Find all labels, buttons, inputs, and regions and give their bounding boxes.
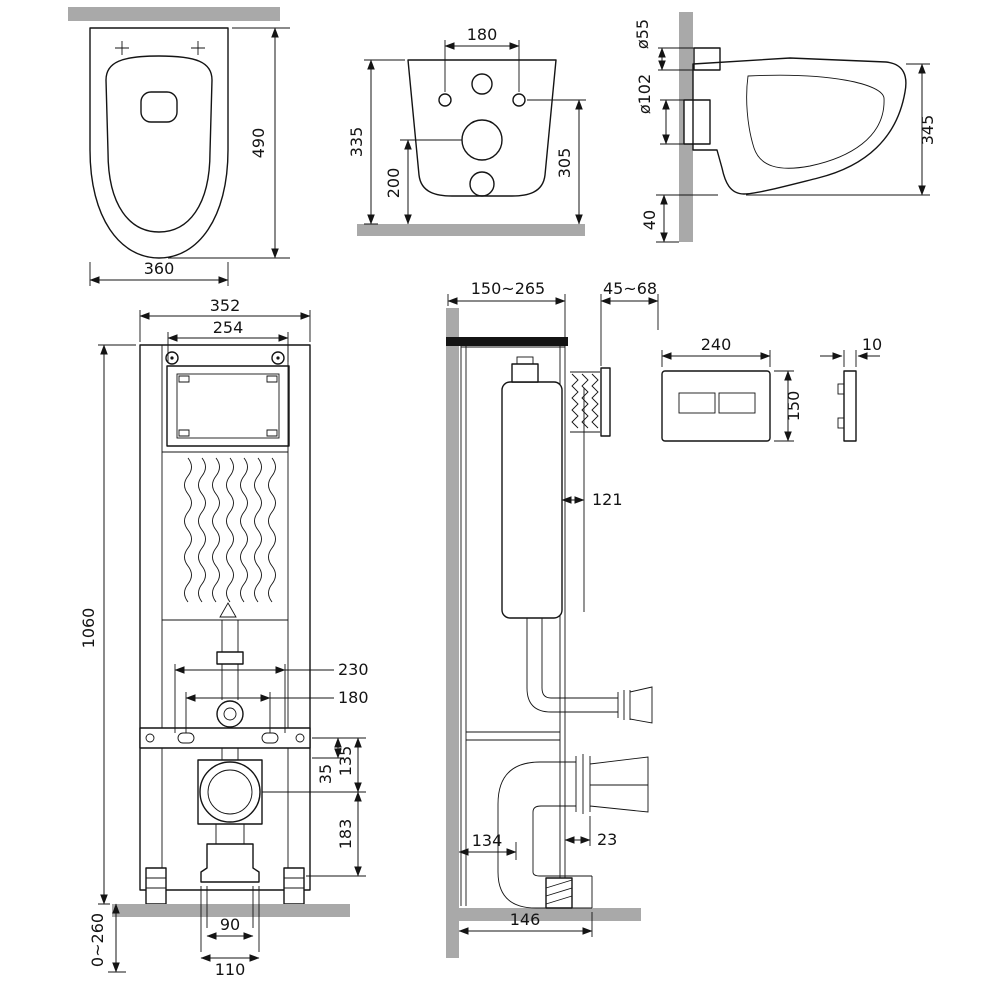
outlet-pipe-stub — [683, 99, 711, 145]
leg-right — [283, 867, 305, 905]
pipe-fitting-inner — [223, 707, 237, 721]
mounting-cross-marks — [115, 41, 205, 55]
extension-lines — [89, 27, 290, 286]
dim-label-span-180: 180 — [338, 688, 369, 707]
drain-hole — [461, 119, 503, 161]
bowl-top-view: 490 360 — [68, 7, 290, 286]
wall-section — [68, 7, 280, 21]
bar-screw-left — [145, 733, 155, 743]
dim-label-offset-146: 146 — [510, 910, 541, 929]
foot-hatch — [545, 879, 573, 905]
dim-label-depth-range: 150~265 — [471, 279, 545, 298]
inlet-hole — [471, 73, 493, 95]
inlet-pipe-stub — [693, 47, 721, 71]
wall-bracket — [446, 337, 568, 346]
dim-label-inner-width: 254 — [213, 318, 244, 337]
dim-label-offset-135: 135 — [336, 746, 355, 777]
cistern-button-mark — [140, 91, 178, 123]
cistern-side — [501, 381, 563, 619]
insulation-wave-lines — [184, 457, 276, 603]
dim-label-plate-range: 45~68 — [603, 279, 657, 298]
bowl-side-view: ø55 ø102 345 40 — [633, 12, 937, 243]
dim-label-height: 1060 — [79, 608, 98, 649]
mounting-bar — [139, 727, 311, 749]
plate-clip-bottom — [837, 417, 845, 429]
frame-foot — [545, 877, 573, 909]
extension-lines — [656, 47, 930, 243]
dim-label-depth: 490 — [249, 128, 268, 159]
fill-valve-top — [516, 356, 534, 365]
bowl-side-outline — [692, 57, 907, 195]
dim-label-width: 360 — [144, 259, 175, 278]
dim-label-bottom-offset: 40 — [640, 210, 659, 230]
dim-label-height-total: 335 — [347, 127, 366, 158]
frame-side-view: 150~265 45~68 121 134 23 146 — [446, 279, 659, 958]
frame-rails — [161, 345, 289, 890]
wall-section — [357, 224, 585, 236]
outlet-elbow — [200, 843, 260, 883]
drain-circle-inner — [207, 769, 253, 815]
bowl-rear-view: 180 335 200 305 — [347, 25, 586, 236]
leg-left — [145, 867, 167, 905]
bowl-interior-line — [746, 74, 885, 169]
flush-plate-side — [843, 370, 857, 442]
dim-label-offset-35: 35 — [316, 764, 335, 784]
dim-label-height-holes: 305 — [555, 148, 574, 179]
floor-section — [459, 908, 641, 921]
dim-label-height-drain: 200 — [384, 168, 403, 199]
top-bolt-left-center — [170, 356, 174, 360]
floor-section — [112, 904, 350, 917]
frame-outline — [139, 344, 311, 891]
dim-label-outlet-90: 90 — [220, 915, 240, 934]
dim-label-tank-depth: 121 — [592, 490, 623, 509]
plate-mount — [600, 367, 611, 437]
dim-label-offset-183: 183 — [336, 819, 355, 850]
bowl-outline — [89, 27, 229, 259]
fixing-hole-right — [512, 93, 526, 107]
seat-outline — [105, 55, 213, 233]
dim-label-inlet-diameter: ø55 — [633, 19, 652, 49]
support-shelf — [466, 731, 560, 741]
dim-label-length: 345 — [918, 115, 937, 146]
flush-plate-front — [661, 370, 771, 442]
dim-label-plate-width: 240 — [701, 335, 732, 354]
bellows-adjuster — [570, 371, 600, 433]
dim-label-outlet-diameter: ø102 — [635, 74, 654, 114]
panel-corner-clips — [178, 375, 278, 437]
frame-rails — [460, 346, 566, 906]
dim-label-offset-134: 134 — [472, 831, 503, 850]
plate-clip-top — [837, 383, 845, 395]
lower-hole — [469, 171, 495, 197]
leg-adjust-marks — [146, 877, 304, 889]
top-bolt-right-center — [276, 356, 280, 360]
brand-triangle-logo — [219, 602, 237, 618]
flush-button-right — [718, 392, 756, 414]
bar-screw-right — [295, 733, 305, 743]
pipe-fitting-circle — [216, 700, 244, 728]
access-panel-outer — [166, 365, 290, 447]
dim-label-width: 352 — [210, 296, 241, 315]
dim-label-offset-23: 23 — [597, 830, 617, 849]
frame-front-view: 352 254 1060 230 180 35 135 183 90 110 0… — [79, 296, 369, 979]
flush-bend-pipe — [526, 618, 653, 724]
dim-label-outlet-110: 110 — [215, 960, 246, 979]
dim-label-plate-thickness: 10 — [862, 335, 882, 354]
dim-label-plate-height: 150 — [784, 391, 803, 422]
fill-valve-cap — [511, 363, 539, 383]
fixing-hole-left — [438, 93, 452, 107]
drain-pipe-lines — [215, 824, 245, 844]
pipe-collar — [216, 651, 244, 665]
access-panel-inner — [176, 373, 280, 439]
extension-lines — [661, 350, 857, 442]
dim-label-leg-range: 0~260 — [88, 913, 107, 967]
wall-section — [446, 308, 459, 958]
dim-label-span-230: 230 — [338, 660, 369, 679]
drain-elbow-assembly — [497, 754, 649, 909]
flush-button-left — [678, 392, 716, 414]
flush-plate-view: 240 150 10 — [661, 335, 882, 442]
bowl-rear-outline — [407, 59, 557, 197]
dim-label-hole-spacing: 180 — [467, 25, 498, 44]
drain-circle-outer — [199, 761, 261, 823]
